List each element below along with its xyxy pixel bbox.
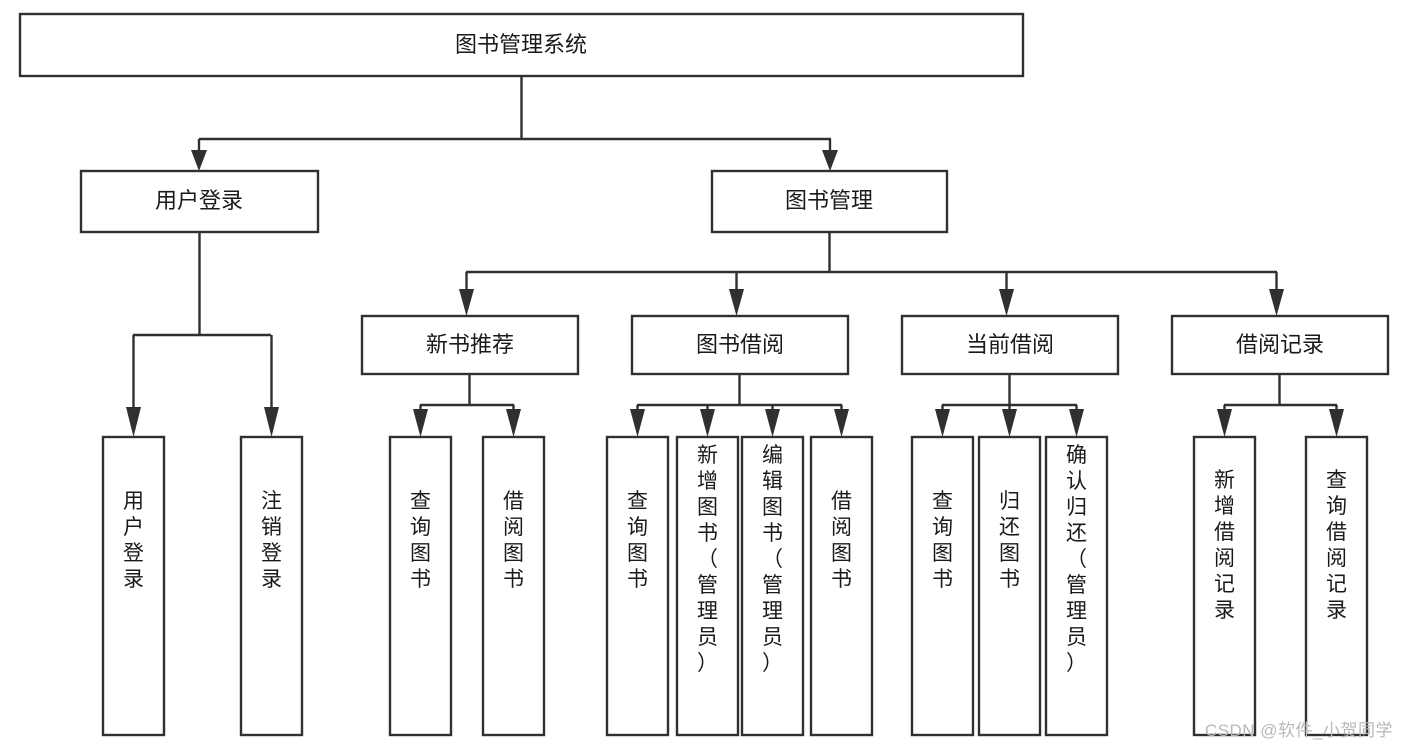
node-leaf-query-book-2-label: 查询图书 — [627, 490, 648, 591]
arrow-head-leaf-query-record — [1329, 409, 1344, 437]
node-leaf-add-book[interactable]: 新增图书（管理员） — [675, 435, 740, 737]
arrow-head-leaf-query-book-3 — [935, 409, 950, 437]
node-leaf-query-book-3-box[interactable] — [910, 435, 975, 737]
arrow-head-leaf-query-book-1 — [413, 409, 428, 437]
node-leaf-query-book-1-box[interactable] — [388, 435, 453, 737]
arrow-head-leaf-user-login — [126, 407, 141, 437]
node-borrow-record-label: 借阅记录 — [1236, 332, 1324, 357]
node-leaf-return-book-label: 归还图书 — [999, 490, 1020, 591]
node-leaf-add-book-label: 新增图书（管理员） — [697, 444, 718, 675]
arrow-head-user-login — [191, 150, 207, 171]
node-leaf-edit-book[interactable]: 编辑图书（管理员） — [740, 435, 805, 737]
node-leaf-confirm-return[interactable]: 确认归还（管理员） — [1044, 435, 1109, 737]
node-leaf-query-record-box[interactable] — [1304, 435, 1369, 737]
arrow-head-book-borrow — [729, 289, 744, 316]
node-leaf-query-book-3[interactable]: 查询图书 — [910, 435, 975, 737]
node-book-management[interactable]: 图书管理 — [710, 169, 949, 234]
arrow-head-current-borrow — [999, 289, 1014, 316]
node-leaf-add-book-box[interactable] — [675, 435, 740, 737]
arrow-head-borrow-record — [1269, 289, 1284, 316]
node-book-borrow-label: 图书借阅 — [696, 332, 784, 357]
arrow-head-leaf-add-record — [1217, 409, 1232, 437]
node-leaf-borrow-book-1-box[interactable] — [481, 435, 546, 737]
node-current-borrow-box[interactable] — [900, 314, 1120, 376]
arrow-head-leaf-return-book — [1002, 409, 1017, 437]
arrow-head-leaf-edit-book — [765, 409, 780, 437]
node-leaf-borrow-book-2[interactable]: 借阅图书 — [809, 435, 874, 737]
node-leaf-query-book-2-box[interactable] — [605, 435, 670, 737]
node-current-borrow-label: 当前借阅 — [966, 332, 1054, 357]
node-leaf-query-book-3-label: 查询图书 — [932, 490, 953, 591]
node-leaf-edit-book-box[interactable] — [740, 435, 805, 737]
node-leaf-user-logout[interactable]: 注销登录 — [239, 435, 304, 737]
arrow-head-book-management — [822, 150, 838, 171]
arrow-head-leaf-borrow-book-1 — [506, 409, 521, 437]
node-leaf-edit-book-label: 编辑图书（管理员） — [762, 444, 783, 675]
node-root-box[interactable] — [18, 12, 1025, 78]
node-new-book-recommend-label: 新书推荐 — [426, 332, 514, 357]
node-leaf-query-record[interactable]: 查询借阅记录 — [1304, 435, 1369, 737]
node-leaf-add-record-box[interactable] — [1192, 435, 1257, 737]
arrow-head-leaf-confirm-return — [1069, 409, 1084, 437]
node-borrow-record[interactable]: 借阅记录 — [1170, 314, 1390, 376]
node-leaf-user-logout-label: 注销登录 — [261, 490, 282, 591]
node-new-book-recommend[interactable]: 新书推荐 — [360, 314, 580, 376]
node-current-borrow[interactable]: 当前借阅 — [900, 314, 1120, 376]
node-new-book-recommend-box[interactable] — [360, 314, 580, 376]
node-user-login-box[interactable] — [79, 169, 320, 234]
node-book-borrow-box[interactable] — [630, 314, 850, 376]
node-leaf-user-logout-box[interactable] — [239, 435, 304, 737]
node-leaf-borrow-book-1[interactable]: 借阅图书 — [481, 435, 546, 737]
node-root-label: 图书管理系统 — [455, 32, 587, 57]
node-leaf-query-book-1[interactable]: 查询图书 — [388, 435, 453, 737]
node-leaf-add-record-label: 新增借阅记录 — [1214, 469, 1235, 622]
arrow-head-leaf-add-book — [700, 409, 715, 437]
node-leaf-query-book-1-label: 查询图书 — [410, 490, 431, 591]
node-user-login-label: 用户登录 — [155, 188, 243, 213]
node-book-management-box[interactable] — [710, 169, 949, 234]
node-book-borrow[interactable]: 图书借阅 — [630, 314, 850, 376]
arrow-head-leaf-query-book-2 — [630, 409, 645, 437]
arrow-head-leaf-borrow-book-2 — [834, 409, 849, 437]
node-leaf-borrow-book-1-label: 借阅图书 — [503, 490, 524, 591]
node-leaf-user-login-box[interactable] — [101, 435, 166, 737]
node-borrow-record-box[interactable] — [1170, 314, 1390, 376]
arrow-head-leaf-user-logout — [264, 407, 279, 437]
node-leaf-borrow-book-2-label: 借阅图书 — [831, 490, 852, 591]
node-leaf-query-book-2[interactable]: 查询图书 — [605, 435, 670, 737]
node-book-management-label: 图书管理 — [785, 188, 873, 213]
connector-layer — [126, 76, 1344, 437]
node-leaf-query-record-label: 查询借阅记录 — [1326, 469, 1347, 622]
node-leaf-add-record[interactable]: 新增借阅记录 — [1192, 435, 1257, 737]
node-leaf-confirm-return-label: 确认归还（管理员） — [1066, 444, 1087, 675]
node-leaf-user-login[interactable]: 用户登录 — [101, 435, 166, 737]
node-leaf-user-login-label: 用户登录 — [123, 490, 144, 591]
node-leaf-borrow-book-2-box[interactable] — [809, 435, 874, 737]
node-root[interactable]: 图书管理系统 — [18, 12, 1025, 78]
arrow-head-new-book-recommend — [459, 289, 474, 316]
node-leaf-return-book[interactable]: 归还图书 — [977, 435, 1042, 737]
node-leaf-confirm-return-box[interactable] — [1044, 435, 1109, 737]
node-user-login[interactable]: 用户登录 — [79, 169, 320, 234]
node-leaf-return-book-box[interactable] — [977, 435, 1042, 737]
